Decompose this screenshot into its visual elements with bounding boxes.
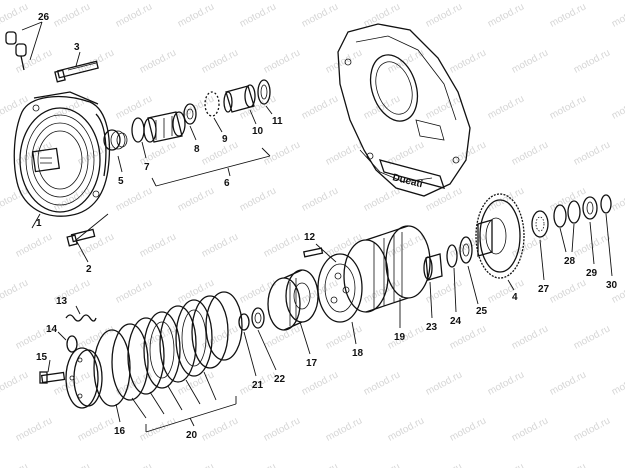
part-washer-24 xyxy=(446,244,458,268)
callout-14: 14 xyxy=(46,324,58,335)
callout-labels: 1 2 3 4 5 6 7 8 9 10 11 12 13 14 15 16 1… xyxy=(36,12,618,441)
part-crankcase xyxy=(337,23,471,197)
callout-25: 25 xyxy=(476,306,488,317)
part-clutch-plates-20 xyxy=(93,291,243,407)
callout-19: 19 xyxy=(394,332,406,343)
callout-20: 20 xyxy=(186,430,198,441)
part-washer-22 xyxy=(251,307,265,329)
callout-6: 6 xyxy=(224,178,230,189)
part-nut-29 xyxy=(582,196,598,220)
callout-11: 11 xyxy=(272,116,283,127)
callout-7: 7 xyxy=(144,162,150,173)
leader-lines xyxy=(21,21,613,433)
callout-18: 18 xyxy=(352,348,364,359)
part-oring-7 xyxy=(131,117,145,143)
callout-8: 8 xyxy=(194,144,200,155)
part-primary-gear-4 xyxy=(475,193,525,279)
part-washer-21 xyxy=(238,313,250,331)
part-outer-basket-19 xyxy=(343,225,431,313)
part-screw-12 xyxy=(303,247,324,258)
part-seal-11 xyxy=(257,79,271,105)
part-spring-13 xyxy=(65,314,97,322)
part-bearing-27 xyxy=(531,210,549,238)
part-spring-5 xyxy=(103,129,128,151)
callout-10: 10 xyxy=(252,126,264,137)
callout-24: 24 xyxy=(450,316,462,327)
part-needle-bearing-9 xyxy=(204,91,220,117)
part-screw-2 xyxy=(66,228,96,247)
part-washer-25 xyxy=(459,236,473,264)
callout-22: 22 xyxy=(274,374,286,385)
part-pressure-plate-16 xyxy=(65,347,103,409)
part-bearing-housing-6 xyxy=(143,111,186,143)
callout-12: 12 xyxy=(304,232,316,243)
callout-5: 5 xyxy=(118,176,124,187)
callout-13: 13 xyxy=(56,296,68,307)
part-inner-drum-18 xyxy=(317,253,363,323)
part-bushing-23 xyxy=(423,253,443,281)
part-cup-14 xyxy=(66,335,78,353)
part-bolt-3 xyxy=(54,60,99,83)
callout-1: 1 xyxy=(36,218,42,229)
callout-21: 21 xyxy=(252,380,264,391)
part-clutch-cover xyxy=(13,91,111,217)
callout-15: 15 xyxy=(36,352,48,363)
callout-23: 23 xyxy=(426,322,438,333)
part-fitting-26 xyxy=(5,31,27,71)
part-washers-28 xyxy=(553,200,581,228)
callout-27: 27 xyxy=(538,284,550,295)
callout-3: 3 xyxy=(74,42,80,53)
callout-16: 16 xyxy=(114,426,126,437)
part-ring-30 xyxy=(600,194,612,214)
part-bolt-15 xyxy=(39,371,66,384)
part-bearing-8 xyxy=(183,103,197,125)
part-pushrod-piston-10 xyxy=(223,84,256,113)
callout-30: 30 xyxy=(606,280,618,291)
callout-4: 4 xyxy=(512,292,518,303)
callout-9: 9 xyxy=(222,134,228,145)
part-inner-hub-17 xyxy=(267,269,319,331)
callout-26: 26 xyxy=(38,12,50,23)
callout-17: 17 xyxy=(306,358,318,369)
callout-29: 29 xyxy=(586,268,598,279)
callout-2: 2 xyxy=(86,264,92,275)
callout-28: 28 xyxy=(564,256,576,267)
